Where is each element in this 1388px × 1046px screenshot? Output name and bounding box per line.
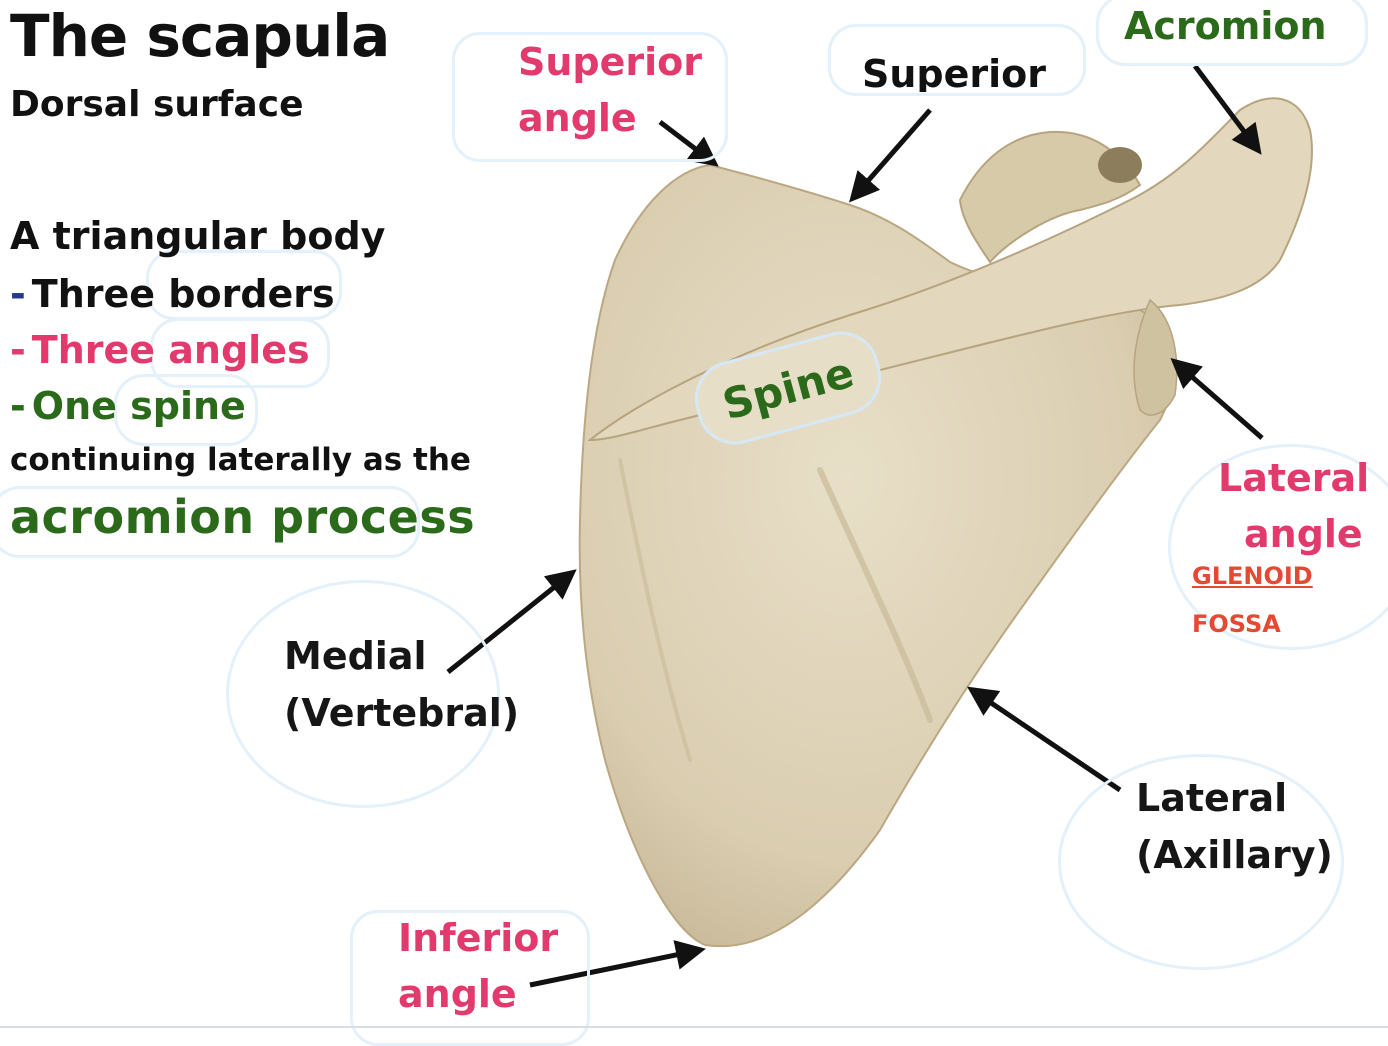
bottom-divider xyxy=(0,1026,1388,1028)
inferior-angle-label-line2: angle xyxy=(398,972,517,1016)
coracoid-process xyxy=(958,130,1142,264)
bullet-dash: - xyxy=(10,328,26,372)
superior-angle-label-line2: angle xyxy=(518,96,637,140)
arrow-lateral-border xyxy=(967,686,1122,793)
bullet-dash: - xyxy=(10,384,26,428)
bullet-three-borders: -Three borders xyxy=(10,272,335,316)
body-heading: A triangular body xyxy=(10,214,386,258)
bubble-superior-border xyxy=(828,24,1086,96)
bullet-three-angles: -Three angles xyxy=(10,328,310,372)
arrow-superior-border xyxy=(849,108,932,203)
superior-border-label: Superior xyxy=(862,52,1047,92)
bubble-acromion-process xyxy=(0,486,420,558)
continuation-text: continuing laterally as the xyxy=(10,442,471,478)
arrow-lateral-angle xyxy=(1170,358,1264,440)
bullet-text: One spine xyxy=(31,384,246,428)
lateral-border-label-line2: (Axillary) xyxy=(1136,833,1333,877)
glenoid-region xyxy=(1133,298,1178,416)
bubble-one-spine xyxy=(114,374,258,446)
inferior-angle-label-line1: Inferior xyxy=(398,916,559,960)
glenoid-label: GLENOID xyxy=(1192,562,1313,590)
lateral-border-label-line1: Lateral xyxy=(1136,776,1288,820)
acromion-process-text: acromion process xyxy=(10,490,476,544)
lateral-ridge xyxy=(817,467,933,723)
bubble-medial-border xyxy=(226,580,500,808)
bullet-dash: - xyxy=(10,272,26,316)
page-title: The scapula xyxy=(10,2,390,70)
acromion-label: Acromion xyxy=(1124,4,1327,48)
bubble-acromion xyxy=(1096,0,1368,66)
bullet-one-spine: -One spine xyxy=(10,384,246,428)
lateral-angle-label-line2: angle xyxy=(1244,512,1363,556)
bullet-text: Three borders xyxy=(31,272,335,316)
lateral-angle-label-line1: Lateral xyxy=(1218,456,1370,500)
spine-label: Spine xyxy=(717,347,859,429)
arrow-inferior-angle xyxy=(529,940,706,988)
medial-border-label-line2: (Vertebral) xyxy=(284,691,520,735)
coracoid-hole xyxy=(1098,147,1142,183)
page-subtitle: Dorsal surface xyxy=(10,84,304,125)
medial-border-label-line1: Medial xyxy=(284,634,427,678)
arrow-acromion xyxy=(1193,64,1262,155)
fossa-label: FOSSA xyxy=(1192,610,1281,638)
bubble-superior-angle xyxy=(452,32,728,162)
bullet-text: Three angles xyxy=(31,328,310,372)
medial-ridge xyxy=(618,458,692,762)
superior-angle-label-line1: Superior xyxy=(518,40,703,84)
bubble-lateral-angle xyxy=(1168,444,1388,650)
bubble-lateral-border xyxy=(1058,754,1344,970)
